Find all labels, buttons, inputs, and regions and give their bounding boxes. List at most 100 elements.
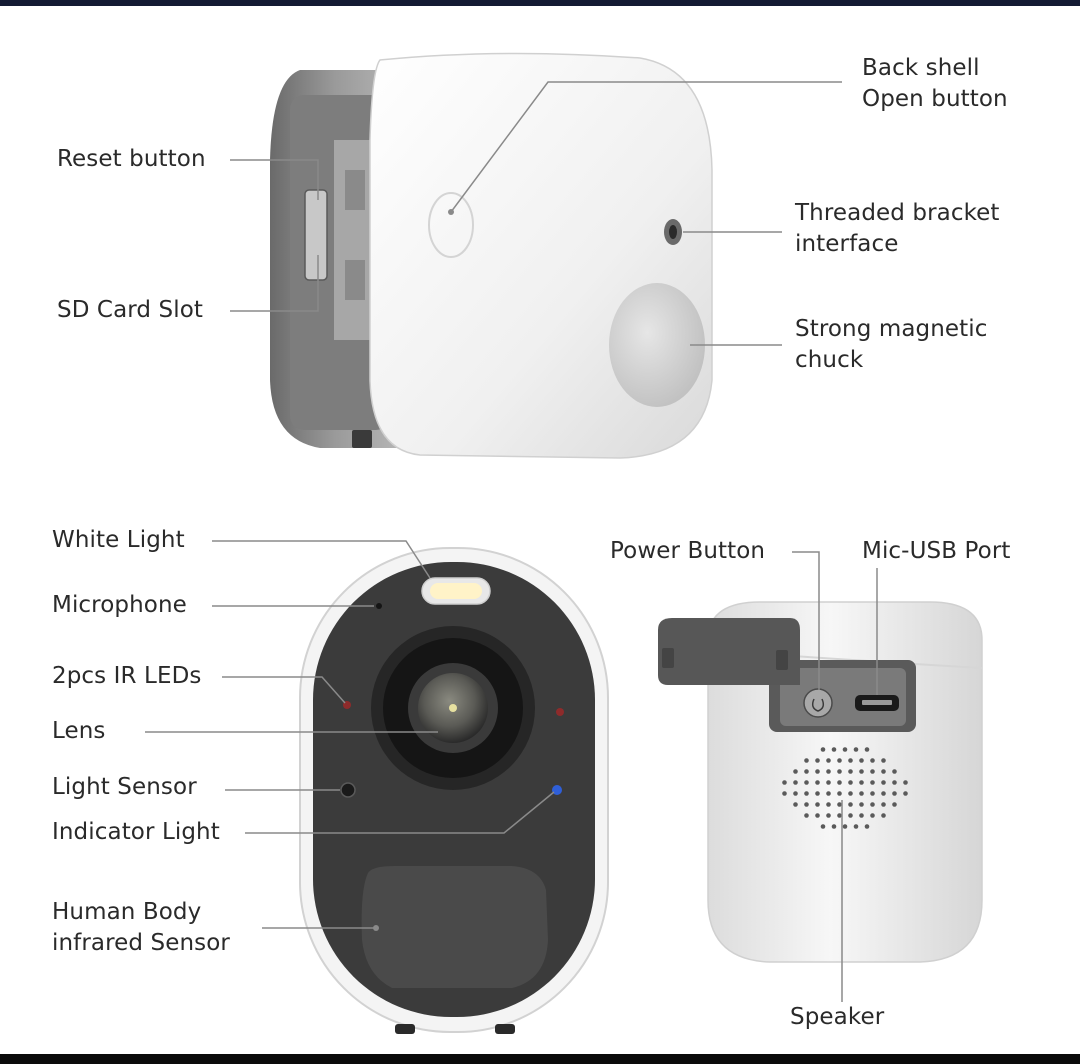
speaker-hole	[831, 824, 837, 829]
speaker-hole	[793, 780, 798, 785]
speaker-hole	[804, 758, 809, 763]
port-cover-tab	[776, 650, 788, 670]
speaker-hole	[793, 769, 798, 774]
speaker-hole	[881, 769, 886, 774]
speaker-hole	[842, 747, 848, 752]
speaker-hole	[815, 769, 820, 774]
label-threaded-line1: Threaded bracket	[795, 200, 1000, 226]
speaker-hole	[842, 824, 848, 829]
speaker-hole	[881, 758, 886, 763]
speaker-hole	[837, 758, 842, 763]
speaker-hole	[881, 802, 886, 807]
speaker-hole	[892, 780, 897, 785]
camera-front-view	[299, 547, 609, 1034]
speaker-hole	[815, 813, 820, 818]
speaker-hole	[870, 780, 875, 785]
speaker-hole	[892, 791, 897, 796]
speaker-hole	[859, 758, 864, 763]
speaker-hole	[903, 791, 908, 796]
speaker-hole	[804, 780, 809, 785]
port-cover-flap	[658, 618, 800, 685]
speaker-hole	[826, 791, 831, 796]
pir-sensor-shape	[361, 866, 548, 988]
speaker-hole	[837, 802, 842, 807]
label-usb-port: Mic-USB Port	[862, 538, 1011, 564]
speaker-hole	[826, 780, 831, 785]
speaker-hole	[820, 824, 826, 829]
speaker-hole	[881, 813, 886, 818]
camera-side-frame-notch	[345, 260, 365, 300]
speaker-hole	[848, 813, 853, 818]
label-pir-line2: infrared Sensor	[52, 930, 230, 956]
label-speaker: Speaker	[790, 1004, 885, 1030]
lens-center	[449, 704, 457, 712]
speaker-hole	[881, 780, 886, 785]
leader-power-button	[792, 551, 820, 690]
bottom-bar	[0, 1054, 1080, 1064]
speaker-hole	[870, 758, 875, 763]
speaker-hole	[864, 747, 870, 752]
speaker-hole	[815, 791, 820, 796]
threaded-interface-hole	[669, 225, 677, 239]
label-threaded-line2: interface	[795, 231, 899, 257]
speaker-hole	[870, 813, 875, 818]
speaker-hole	[826, 813, 831, 818]
port-cover-tab	[662, 648, 674, 668]
speaker-hole	[870, 791, 875, 796]
camera-back-view	[658, 601, 983, 963]
camera-side-frame-notch	[345, 170, 365, 210]
label-magnetic-line2: chuck	[795, 347, 864, 373]
power-button-shape	[803, 688, 833, 718]
white-light-lamp	[430, 583, 482, 599]
speaker-grille	[782, 747, 908, 829]
top-bar	[0, 0, 1080, 6]
leader-lines	[145, 81, 878, 1002]
speaker-hole	[815, 758, 820, 763]
label-power-button: Power Button	[610, 538, 766, 564]
label-white-light: White Light	[52, 527, 185, 553]
speaker-hole	[804, 791, 809, 796]
leader-sd-card-slot	[230, 255, 319, 312]
speaker-hole	[782, 780, 787, 785]
microphone-hole	[376, 603, 382, 609]
speaker-hole	[837, 813, 842, 818]
speaker-hole	[804, 813, 809, 818]
label-ir-leds: 2pcs IR LEDs	[52, 663, 202, 689]
speaker-hole	[892, 769, 897, 774]
speaker-hole	[864, 824, 870, 829]
sd-card-slot-shape	[304, 189, 328, 281]
speaker-hole	[892, 802, 897, 807]
speaker-hole	[826, 802, 831, 807]
speaker-hole	[848, 758, 853, 763]
label-microphone: Microphone	[52, 592, 187, 618]
label-reset-button: Reset button	[57, 146, 206, 172]
label-indicator-light: Indicator Light	[52, 819, 220, 845]
leader-ir-leds	[222, 676, 346, 704]
speaker-hole	[826, 769, 831, 774]
speaker-hole	[793, 791, 798, 796]
label-back-shell-line2: Open button	[862, 86, 1008, 112]
leader-white-light	[212, 540, 431, 579]
label-lens: Lens	[52, 718, 106, 744]
speaker-hole	[870, 802, 875, 807]
speaker-hole	[815, 780, 820, 785]
speaker-hole	[881, 791, 886, 796]
speaker-hole	[831, 747, 837, 752]
speaker-hole	[793, 802, 798, 807]
usb-port-pins	[862, 700, 892, 705]
speaker-hole	[853, 747, 859, 752]
speaker-hole	[804, 769, 809, 774]
light-sensor-shape	[340, 782, 356, 798]
speaker-hole	[870, 769, 875, 774]
speaker-hole	[859, 813, 864, 818]
pir-sensor-dot	[373, 925, 379, 931]
label-magnetic-line1: Strong magnetic	[795, 316, 988, 342]
speaker-hole	[859, 802, 864, 807]
camera-front-foot	[395, 1024, 415, 1034]
leader-reset-button	[230, 159, 319, 200]
speaker-hole	[848, 802, 853, 807]
camera-side-foot	[352, 430, 372, 448]
speaker-hole	[804, 802, 809, 807]
camera-front-foot	[495, 1024, 515, 1034]
